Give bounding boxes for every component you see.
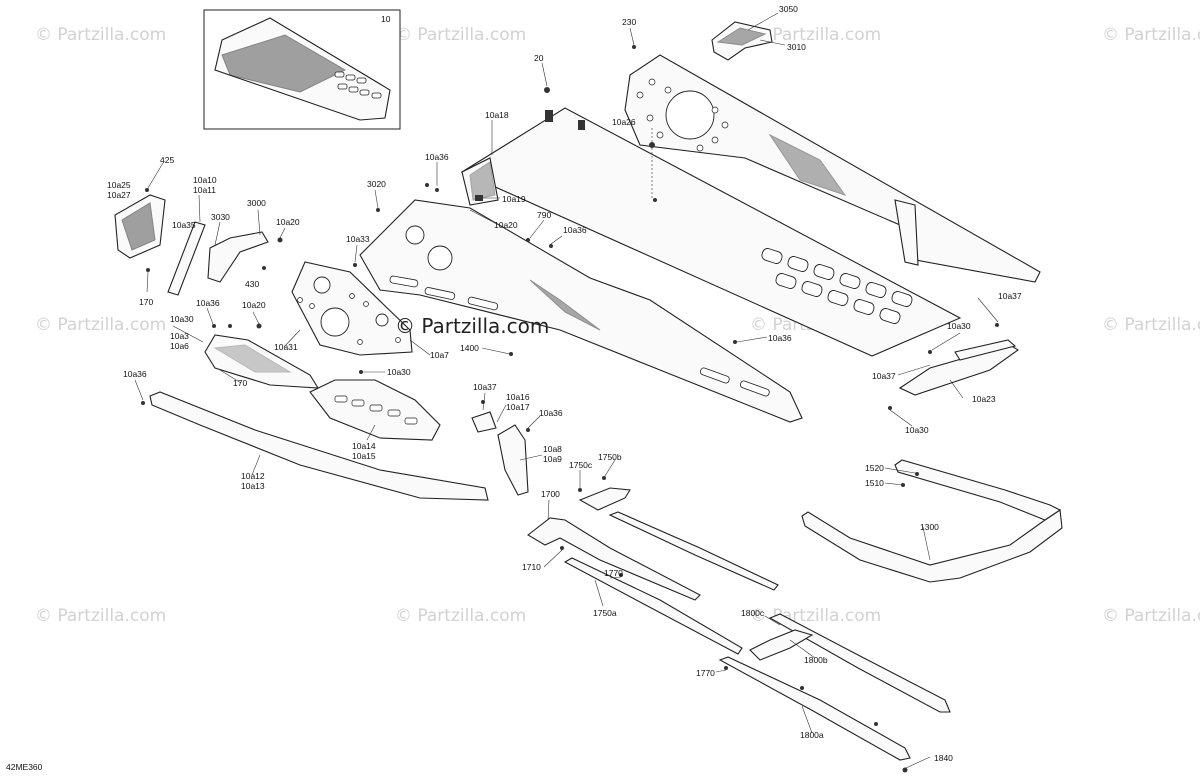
inset-label: 10 — [381, 14, 391, 24]
watermark-layer: © Partzilla.com © Partzilla.com © Partzi… — [35, 25, 1200, 626]
callout-790: 790 — [537, 210, 551, 220]
callout-10a17: 10a17 — [506, 402, 530, 412]
callout-10a27: 10a27 — [107, 190, 131, 200]
callout-10a9: 10a9 — [543, 454, 562, 464]
callout-10a33: 10a33 — [346, 234, 370, 244]
callout-1750a: 1750a — [593, 608, 617, 618]
callout-10a30: 10a30 — [947, 321, 971, 331]
callout-1770: 1770 — [604, 568, 623, 578]
callout-labels: 3050 3010 230 20 10a18 10a26 10a36 3020 … — [107, 4, 1022, 763]
running-board-1700 — [527, 487, 779, 655]
watermark: © Partzilla.com — [35, 25, 166, 45]
plate-10a14 — [309, 379, 441, 441]
bumper-1300 — [801, 459, 1063, 583]
callout-10a3: 10a3 — [170, 331, 189, 341]
running-board-1800 — [718, 613, 951, 761]
callout-10a25: 10a25 — [107, 180, 131, 190]
plate-10a3 — [204, 334, 320, 389]
callout-10a30: 10a30 — [905, 425, 929, 435]
callout-10a18: 10a18 — [485, 110, 509, 120]
callout-3050: 3050 — [779, 4, 798, 14]
callout-10a31: 10a31 — [274, 342, 298, 352]
callout-1710: 1710 — [522, 562, 541, 572]
bracket-10a8 — [471, 411, 529, 496]
callout-1840: 1840 — [934, 753, 953, 763]
tunnel-slots — [761, 248, 913, 324]
callout-10a20: 10a20 — [494, 220, 518, 230]
callout-430: 430 — [245, 279, 259, 289]
callout-3030: 3030 — [211, 212, 230, 222]
callout-20: 20 — [534, 53, 544, 63]
callout-10a8: 10a8 — [543, 444, 562, 454]
callout-170: 170 — [233, 378, 247, 388]
bracket-3000 — [207, 231, 269, 283]
callout-10a36: 10a36 — [123, 369, 147, 379]
inset-assembly-10: 10 — [203, 9, 401, 130]
callout-10a13: 10a13 — [241, 481, 265, 491]
watermark: © Partzilla.com — [395, 25, 526, 45]
callout-170: 170 — [139, 297, 153, 307]
callout-3020: 3020 — [367, 179, 386, 189]
callout-10a20: 10a20 — [276, 217, 300, 227]
callout-10a37: 10a37 — [872, 371, 896, 381]
callout-1770: 1770 — [696, 668, 715, 678]
callout-10a37: 10a37 — [998, 291, 1022, 301]
watermark-center: © Partzilla.com — [395, 314, 549, 338]
callout-1750b: 1750b — [598, 452, 622, 462]
callout-10a6: 10a6 — [170, 341, 189, 351]
callout-10a30: 10a30 — [170, 314, 194, 324]
callout-425: 425 — [160, 155, 174, 165]
leader-lines — [134, 12, 999, 769]
callout-1400: 1400 — [460, 343, 479, 353]
callout-10a35: 10a35 — [172, 220, 196, 230]
callout-1750c: 1750c — [569, 460, 593, 470]
callout-10a14: 10a14 — [352, 441, 376, 451]
callout-10a30: 10a30 — [387, 367, 411, 377]
callout-1510: 1510 — [865, 478, 884, 488]
watermark: © Partzilla.com — [395, 606, 526, 626]
watermark: © Partzilla.com — [1102, 606, 1200, 626]
right-side-rail — [624, 54, 1041, 283]
front-plate — [291, 261, 413, 356]
watermark: © Partzilla.com — [35, 315, 166, 335]
bracket-10a25 — [114, 194, 166, 259]
callout-10a36: 10a36 — [563, 225, 587, 235]
diagram-code: 42ME360 — [6, 762, 43, 772]
bumper-10a12 — [149, 391, 489, 501]
callout-10a7: 10a7 — [430, 350, 449, 360]
callout-1300: 1300 — [920, 522, 939, 532]
callout-1700: 1700 — [541, 489, 560, 499]
callout-1800c: 1800c — [741, 608, 765, 618]
callout-3000: 3000 — [247, 198, 266, 208]
watermark: © Partzilla.com — [35, 606, 166, 626]
watermark: © Partzilla.com — [750, 606, 881, 626]
callout-10a11: 10a11 — [193, 185, 216, 195]
callout-1800b: 1800b — [804, 655, 828, 665]
callout-3010: 3010 — [787, 42, 806, 52]
bracket-3010 — [711, 21, 773, 61]
bracket-10a23 — [898, 339, 1019, 396]
callout-10a10: 10a10 — [193, 175, 217, 185]
callout-10a36: 10a36 — [539, 408, 563, 418]
watermark: © Partzilla.com — [1102, 25, 1200, 45]
tunnel-top-panel — [460, 107, 962, 357]
callout-10a19: 10a19 — [502, 194, 526, 204]
callout-10a12: 10a12 — [241, 471, 265, 481]
callout-1800a: 1800a — [800, 730, 824, 740]
callout-1520: 1520 — [865, 463, 884, 473]
left-side-rail — [359, 199, 803, 423]
callout-10a36: 10a36 — [768, 333, 792, 343]
strut-10a10 — [167, 221, 206, 296]
watermark: © Partzilla.com — [1102, 315, 1200, 335]
callout-10a15: 10a15 — [352, 451, 376, 461]
callout-10a26: 10a26 — [612, 117, 636, 127]
callout-10a36: 10a36 — [196, 298, 220, 308]
callout-10a37: 10a37 — [473, 382, 497, 392]
callout-230: 230 — [622, 17, 636, 27]
callout-10a23: 10a23 — [972, 394, 996, 404]
callout-10a16: 10a16 — [506, 392, 530, 402]
callout-10a20: 10a20 — [242, 300, 266, 310]
callout-10a36: 10a36 — [425, 152, 449, 162]
